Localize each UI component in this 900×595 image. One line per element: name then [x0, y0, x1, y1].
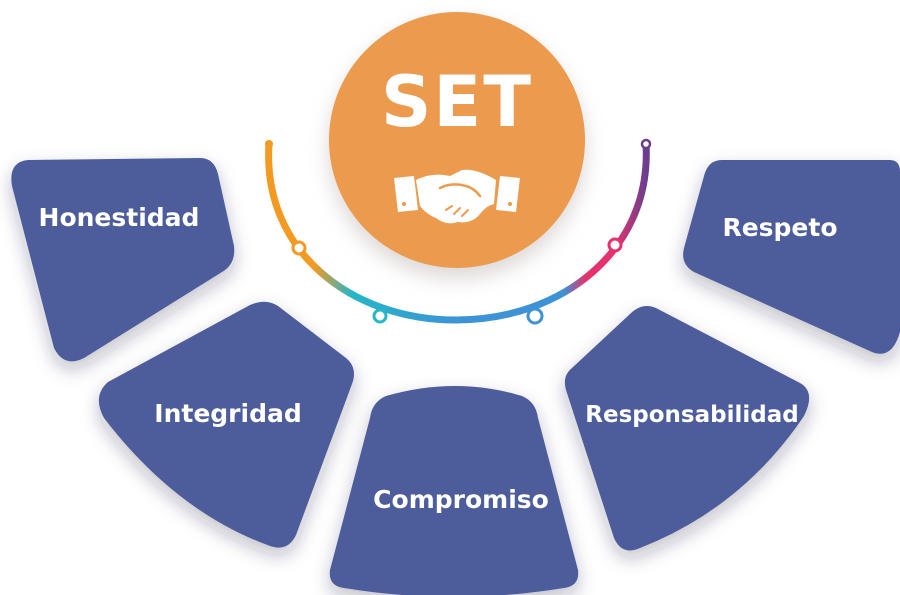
segment-responsabilidad: Responsabilidad [564, 306, 810, 551]
value-label-respeto: Respeto [722, 213, 837, 242]
segment-compromiso: Compromiso [329, 386, 579, 595]
arc-node-integridad [372, 308, 388, 324]
arc-end-dot-left [265, 140, 273, 148]
center-circle [329, 12, 585, 268]
value-label-responsabilidad: Responsabilidad [585, 402, 798, 428]
connector-arc [265, 138, 652, 325]
center-title: SET [381, 61, 533, 143]
value-label-integridad: Integridad [154, 399, 301, 428]
arc-node-compromiso [526, 307, 544, 325]
value-label-compromiso: Compromiso [373, 485, 549, 514]
value-label-honestidad: Honestidad [39, 203, 200, 232]
segment-integridad: Integridad [98, 301, 354, 548]
segment-honestidad: Honestidad [11, 158, 235, 362]
arc-node-honestidad [291, 240, 307, 256]
segment-respeto: Respeto [683, 160, 900, 354]
handshake-icon [394, 169, 520, 224]
arc-node-responsabilidad [607, 237, 623, 253]
center-badge [329, 12, 585, 268]
arc-end-dot-right [640, 138, 652, 150]
